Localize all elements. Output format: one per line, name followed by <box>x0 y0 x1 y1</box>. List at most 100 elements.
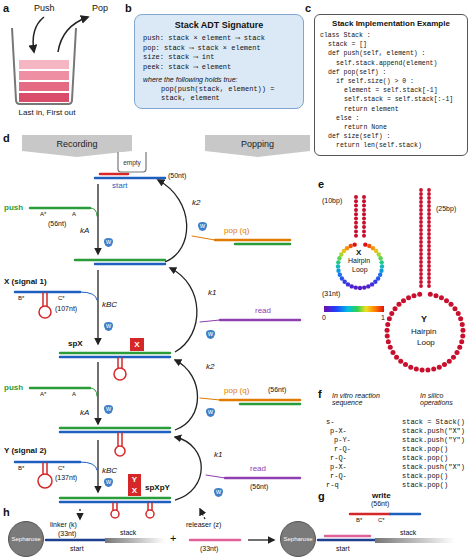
annotation-label: (56nt) <box>371 500 389 507</box>
water-symbol: w <box>104 322 113 331</box>
code-line: r-Q- <box>330 472 347 480</box>
hairpin-dots-part <box>427 204 431 208</box>
reaction-arrows-part <box>248 539 274 540</box>
color-scale <box>324 306 384 312</box>
annotation-label: kA <box>80 226 89 235</box>
panel-letter: h <box>3 506 10 518</box>
annotation-label: pop (q) <box>224 386 249 395</box>
hairpin-dots-part <box>427 196 431 200</box>
hairpin-dots-part <box>419 276 423 280</box>
hairpin-dots-part <box>419 220 423 224</box>
hairpin-dots-part <box>391 350 396 355</box>
dna-strands-part <box>215 239 290 242</box>
hairpin-dots-part <box>427 280 431 284</box>
hairpin-dots-part <box>457 345 462 350</box>
hairpin-dots-part <box>350 284 354 288</box>
dna-strands-part <box>115 446 125 456</box>
hairpin-dots-part <box>385 322 390 327</box>
dna-strands-part <box>39 306 51 318</box>
annotation-label: kA <box>80 408 89 417</box>
sepharose-bead: Sepharose <box>280 521 316 557</box>
dna-strands-part <box>318 539 375 542</box>
hairpin-dots-part <box>354 204 358 208</box>
hairpin-dots-part <box>348 244 352 248</box>
node-text: pop(push(stack, element)) = stack, eleme… <box>161 85 279 103</box>
dna-strands-part <box>240 403 300 406</box>
hairpin-dots-part <box>406 295 411 300</box>
hairpin-dots-part <box>420 367 425 372</box>
annotation-label: push <box>4 203 23 212</box>
annotation-label: C* <box>378 517 385 523</box>
hairpin-dots-part <box>439 295 444 300</box>
panel-letter: c <box>305 2 311 14</box>
dna-strands-part <box>375 538 455 543</box>
reaction-arrows <box>80 180 274 540</box>
hairpin-dots-part <box>385 328 390 333</box>
hairpin-dots-part <box>419 256 423 260</box>
annotation-label: B* <box>356 517 362 523</box>
annotation-label: kBC <box>102 300 117 309</box>
reaction-arrows-part <box>175 437 201 500</box>
hairpin-dots-part <box>358 286 362 290</box>
hairpin-dots-part <box>419 272 423 276</box>
dna-strands-part <box>121 358 123 368</box>
code-line: s- <box>326 418 334 426</box>
hairpin-dots-part <box>419 208 423 212</box>
water-symbol: w <box>198 222 207 231</box>
hairpin-dots-part <box>414 366 419 371</box>
hairpin-dots-part <box>417 292 422 297</box>
hairpin-dots-part <box>362 199 366 203</box>
dna-strands-part <box>90 208 97 216</box>
annotation-label: k1 <box>208 288 216 297</box>
dna-strands-part <box>390 513 420 516</box>
hairpin-dots-part <box>419 284 423 288</box>
annotation-label: (31nt) <box>322 290 340 297</box>
annotation-label: read <box>255 306 271 315</box>
hairpin-dots <box>336 188 466 372</box>
water-symbol: w <box>104 405 113 414</box>
node-text: size: stack ⟶ int <box>143 53 295 63</box>
reaction-arrows-part <box>97 440 98 492</box>
hairpin-dots-part <box>427 244 431 248</box>
dna-strands-part <box>220 319 300 322</box>
hairpin-dots-part <box>419 252 423 256</box>
box-heading: Stack Implementation Example <box>320 19 462 28</box>
hairpin-dots-part <box>419 216 423 220</box>
node-text: Sepharose <box>11 536 40 542</box>
node-text: X <box>132 487 137 495</box>
hairpin-dots-part <box>388 345 393 350</box>
stack-cup-part <box>33 17 44 52</box>
hairpin-dots-part <box>419 240 423 244</box>
hairpin-dots-part <box>362 225 366 229</box>
dna-strands-part <box>112 503 114 510</box>
annotation-label: start <box>70 545 84 552</box>
panel-letter: a <box>3 2 9 14</box>
node-text: where the following holds true: <box>143 76 295 83</box>
stack-cup-part <box>19 60 69 69</box>
hairpin-dots-part <box>408 365 413 370</box>
node-text: self.stack = self.stack[:-1] <box>320 95 462 104</box>
hairpin-dots-part <box>419 192 423 196</box>
annotation-label: Push <box>34 3 55 13</box>
annotation-label: k2 <box>206 362 214 371</box>
hairpin-dots-part <box>419 260 423 264</box>
hairpin-dots-part <box>460 328 465 333</box>
annotation-label: A* <box>40 211 46 217</box>
hairpin-dots-part <box>362 204 366 208</box>
hairpin-dots-part <box>367 244 371 248</box>
hairpin-dots-part <box>362 229 366 233</box>
annotation-label: In silico operations <box>420 392 472 406</box>
hairpin-dots-part <box>363 242 367 246</box>
hairpin-dots-part <box>419 228 423 232</box>
annotation-label: stack <box>400 529 416 536</box>
hairpin-dots-part <box>336 269 340 273</box>
dna-strands-part <box>75 259 165 262</box>
node-text: Recording <box>56 139 97 149</box>
annotation-label: B* <box>18 465 24 471</box>
hairpin-dots-part <box>362 234 366 238</box>
dna-strands-part <box>38 474 52 488</box>
hairpin-dots-part <box>431 366 436 371</box>
code-line: stack.push("Y") <box>402 436 465 444</box>
hairpin-dots-part <box>456 311 461 316</box>
water-symbol: w <box>206 408 215 417</box>
